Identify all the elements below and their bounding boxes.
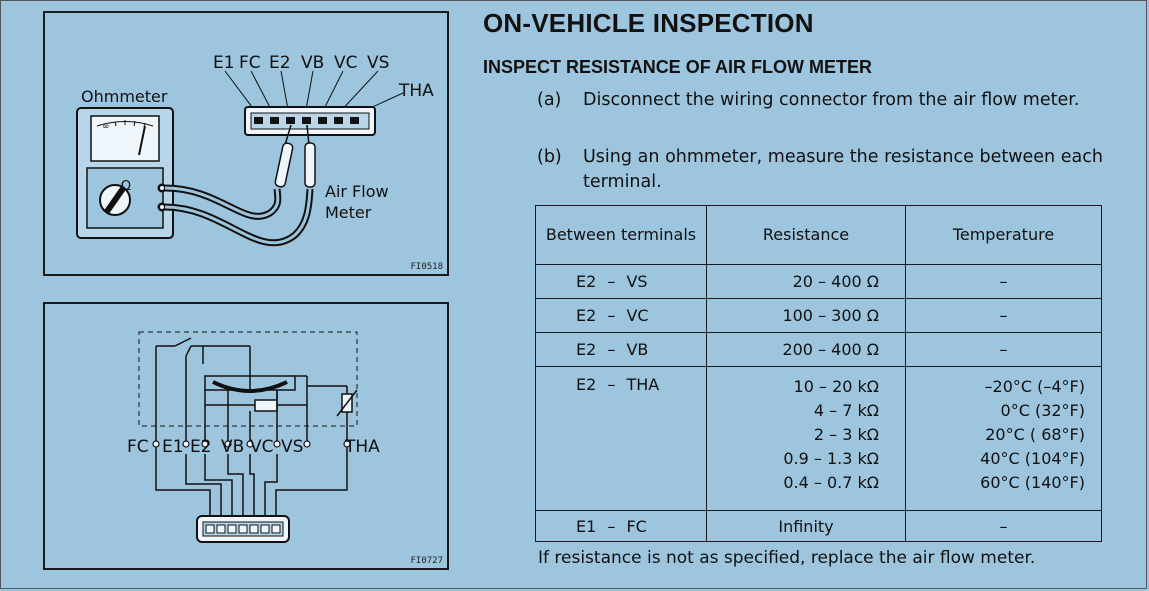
air-flow-label: Air Flow xyxy=(325,182,389,201)
resistance-value: 2 – 3 kΩ xyxy=(813,425,879,444)
terminals-cell: E2 – VB xyxy=(535,332,707,367)
terminals-cell: E2 – THA xyxy=(535,366,707,511)
terminal-letters: E1 FC E2 VB VC VS xyxy=(213,53,389,73)
terminal-vb: VB xyxy=(301,53,324,73)
infinity-mark: ∞ xyxy=(102,122,110,132)
temperature-cell: – xyxy=(905,298,1102,333)
temperature-cell: – xyxy=(905,332,1102,367)
temperature-value: –20°C (–4°F) xyxy=(984,377,1085,396)
ohmmeter-needle xyxy=(138,125,146,156)
ohmmeter-label: Ohmmeter xyxy=(81,87,168,106)
terminals-cell: E2 – VS xyxy=(535,264,707,299)
figure-code: FI0518 xyxy=(410,262,443,272)
circuit-fc: FC xyxy=(127,437,149,457)
step-a: (a) Disconnect the wiring connector from… xyxy=(537,88,1107,140)
circuit-tha: THA xyxy=(344,437,380,457)
resistance-cell: 200 – 400 Ω xyxy=(706,332,906,367)
ohm-symbol: Ω xyxy=(121,179,131,194)
table-header-row: Between terminals Resistance Temperature xyxy=(535,205,1102,265)
terminal-e1: E1 xyxy=(213,53,235,73)
circuit-vb: VB xyxy=(221,437,244,457)
replace-note: If resistance is not as specified, repla… xyxy=(538,548,1036,568)
tha-label: THA xyxy=(398,81,434,101)
circuit-e1: E1 xyxy=(162,437,184,457)
header-between-terminals: Between terminals xyxy=(535,205,707,265)
terminals-cell: E2 – VC xyxy=(535,298,707,333)
table-row: E1 – FC Infinity – xyxy=(535,510,1102,542)
terminal-vc: VC xyxy=(334,53,358,73)
step-b: (b) Using an ohmmeter, measure the resis… xyxy=(537,145,1107,197)
ohmmeter-connection-figure: ∞ Ω Ohmmeter Air Flow Meter THA E1 FC E2… xyxy=(43,11,449,276)
step-a-mark: (a) xyxy=(537,90,562,110)
test-lead-2 xyxy=(164,188,314,247)
table-row: E2 – VB 200 – 400 Ω – xyxy=(535,332,1102,367)
figure-code: FI0727 xyxy=(410,556,443,566)
resistance-value: 4 – 7 kΩ xyxy=(813,401,879,420)
terminals-cell: E1 – FC xyxy=(535,510,707,542)
step-a-text: Disconnect the wiring connector from the… xyxy=(583,90,1080,110)
resistance-cell: 20 – 400 Ω xyxy=(706,264,906,299)
circuit-vs: VS xyxy=(281,437,303,457)
resistance-cell-multi: 10 – 20 kΩ 4 – 7 kΩ 2 – 3 kΩ 0.9 – 1.3 k… xyxy=(706,366,906,511)
circuit-terminal-labels: FC E1 E2 VB VC VS THA xyxy=(127,437,380,457)
section-title: INSPECT RESISTANCE OF AIR FLOW METER xyxy=(483,57,873,77)
circuit-e2: E2 xyxy=(190,437,212,457)
terminal-e2: E2 xyxy=(269,53,291,73)
terminal-fc: FC xyxy=(239,53,261,73)
temperature-cell-multi: –20°C (–4°F) 0°C (32°F) 20°C ( 68°F) 40°… xyxy=(905,366,1102,511)
terminal-vs: VS xyxy=(367,53,389,73)
meter-boundary xyxy=(138,331,358,427)
header-temperature: Temperature xyxy=(905,205,1102,265)
resistance-spec-table: Between terminals Resistance Temperature… xyxy=(535,205,1102,542)
step-b-mark: (b) xyxy=(537,147,562,167)
table-row: E2 – VC 100 – 300 Ω – xyxy=(535,298,1102,333)
temperature-value: 20°C ( 68°F) xyxy=(985,425,1085,444)
afm-circuit-diagram: FC E1 E2 VB VC VS THA xyxy=(127,331,380,543)
temperature-value: 60°C (140°F) xyxy=(980,473,1085,492)
table-row-tha: E2 – THA 10 – 20 kΩ 4 – 7 kΩ 2 – 3 kΩ 0.… xyxy=(535,366,1102,511)
temperature-value: 40°C (104°F) xyxy=(980,449,1085,468)
step-b-text: Using an ohmmeter, measure the resistanc… xyxy=(583,147,1103,192)
resistance-value: 0.9 – 1.3 kΩ xyxy=(783,449,879,468)
page-title: ON-VEHICLE INSPECTION xyxy=(483,8,814,38)
resistance-cell: Infinity xyxy=(706,510,906,542)
temperature-cell: – xyxy=(905,264,1102,299)
resistance-cell: 100 – 300 Ω xyxy=(706,298,906,333)
ohmmeter-diagram: ∞ Ω Ohmmeter Air Flow Meter THA E1 FC E2… xyxy=(76,53,434,247)
meter-label: Meter xyxy=(325,203,372,222)
resistance-value: 0.4 – 0.7 kΩ xyxy=(783,473,879,492)
header-resistance: Resistance xyxy=(706,205,906,265)
circuit-diagram-figure: FC E1 E2 VB VC VS THA FI0727 xyxy=(43,302,449,570)
resistance-value: 10 – 20 kΩ xyxy=(793,377,879,396)
temperature-cell: – xyxy=(905,510,1102,542)
table-row: E2 – VS 20 – 400 Ω – xyxy=(535,264,1102,299)
circuit-vc: VC xyxy=(250,437,274,457)
temperature-value: 0°C (32°F) xyxy=(1000,401,1085,420)
